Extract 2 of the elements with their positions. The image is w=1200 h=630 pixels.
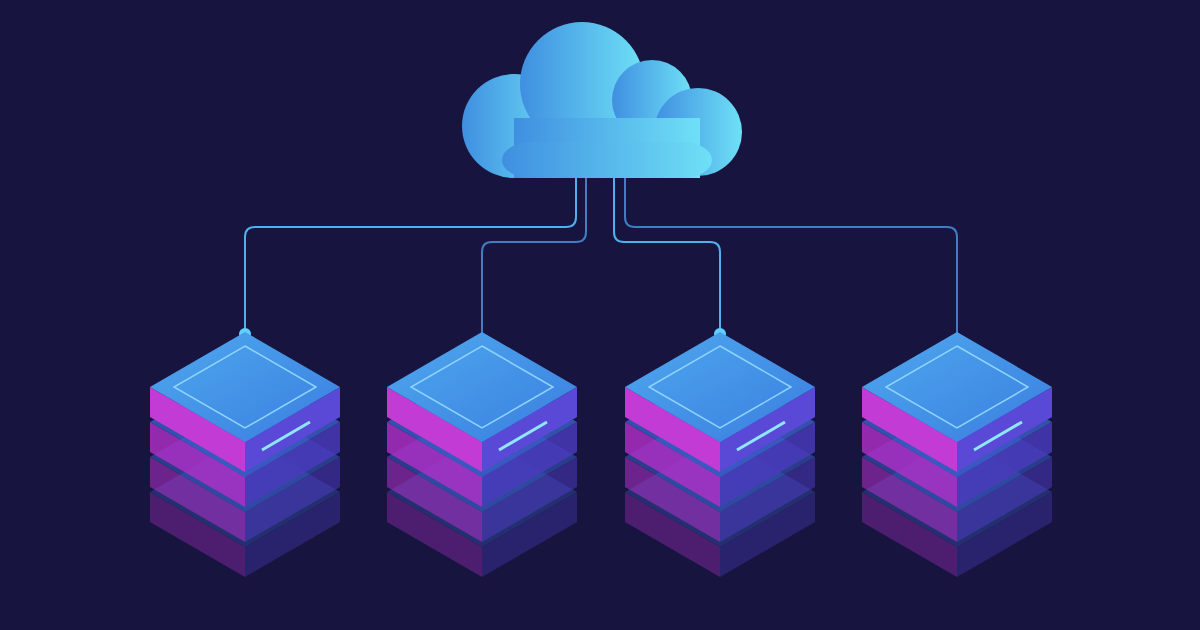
connector-line [624,177,958,335]
connector-line [481,177,587,335]
